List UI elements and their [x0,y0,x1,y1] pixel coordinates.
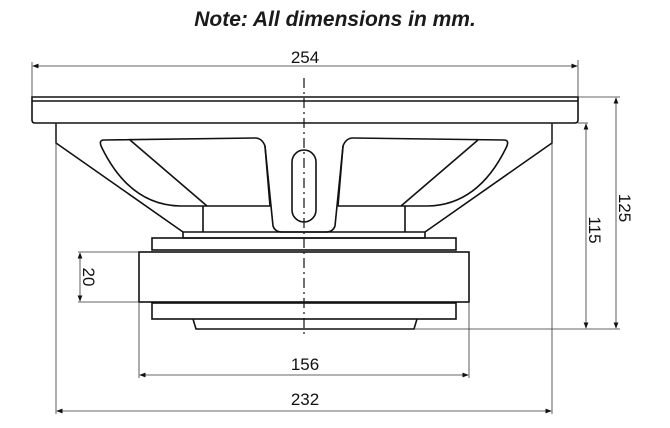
dim-20: 20 [79,268,98,287]
dimension-lines [31,60,620,414]
dim-254: 254 [291,48,319,67]
dim-156: 156 [291,355,319,374]
dim-232: 232 [291,390,319,409]
note-title: Note: All dimensions in mm. [194,8,476,31]
dim-125: 125 [615,194,634,222]
dim-115: 115 [585,216,604,243]
speaker-outline [31,96,579,330]
